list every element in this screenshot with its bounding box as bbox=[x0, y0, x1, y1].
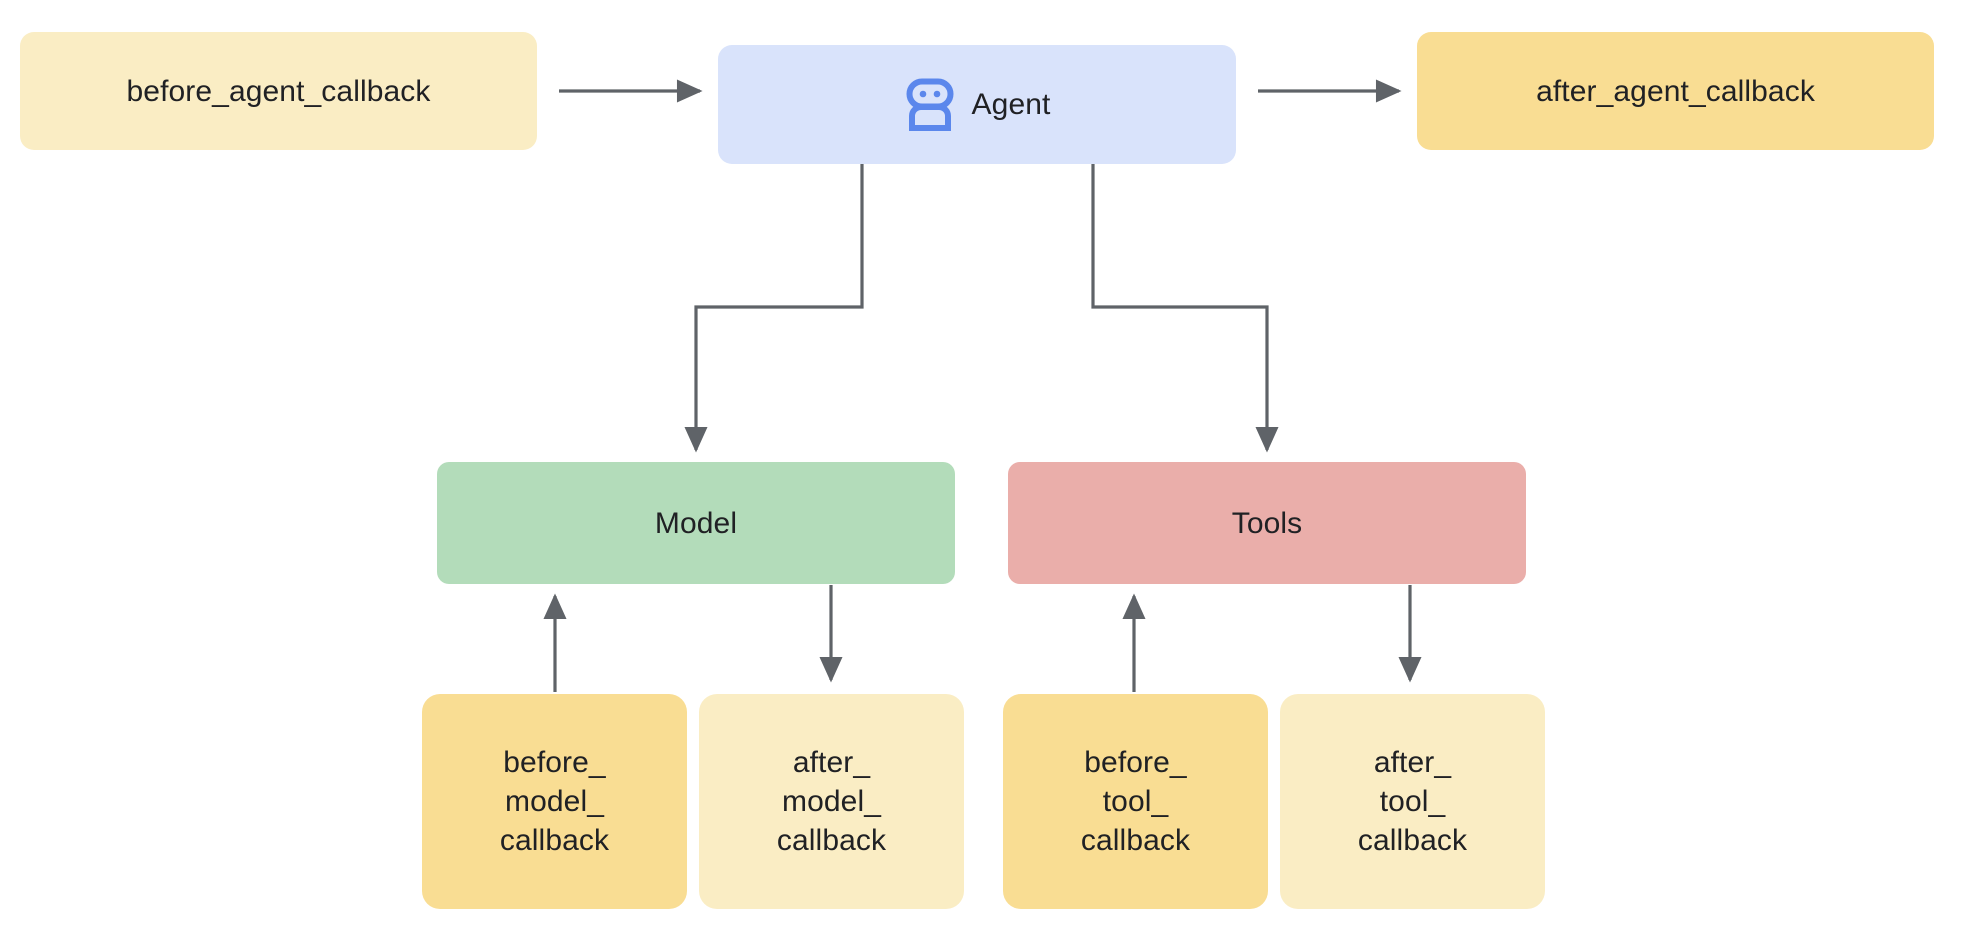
node-agent-label: Agent bbox=[971, 88, 1051, 121]
node-after-model-callback-label: after_ model_ callback bbox=[776, 746, 887, 857]
node-before-model-callback[interactable]: before_ model_ callback bbox=[422, 694, 687, 909]
edge-agent-to-model bbox=[684, 164, 864, 453]
node-after-model-callback[interactable]: after_ model_ callback bbox=[699, 694, 964, 909]
node-after-tool-callback[interactable]: after_ tool_ callback bbox=[1280, 694, 1545, 909]
node-before-tool-callback[interactable]: before_ tool_ callback bbox=[1003, 694, 1268, 909]
node-before-agent-callback-label: before_agent_callback bbox=[126, 74, 431, 108]
node-model[interactable]: Model bbox=[437, 462, 955, 584]
node-before-tool-callback-label: before_ tool_ callback bbox=[1080, 746, 1191, 857]
edge-agent-to-tools bbox=[1091, 164, 1279, 453]
node-after-agent-callback[interactable]: after_agent_callback bbox=[1417, 32, 1934, 150]
node-before-agent-callback[interactable]: before_agent_callback bbox=[20, 32, 537, 150]
node-model-label: Model bbox=[654, 506, 738, 540]
node-agent[interactable]: Agent bbox=[718, 45, 1236, 164]
node-tools[interactable]: Tools bbox=[1008, 462, 1526, 584]
node-before-model-callback-label: before_ model_ callback bbox=[499, 746, 610, 857]
node-after-tool-callback-label: after_ tool_ callback bbox=[1357, 746, 1468, 857]
node-tools-label: Tools bbox=[1231, 506, 1303, 540]
robot-icon bbox=[906, 78, 954, 131]
node-after-agent-callback-label: after_agent_callback bbox=[1536, 74, 1815, 108]
